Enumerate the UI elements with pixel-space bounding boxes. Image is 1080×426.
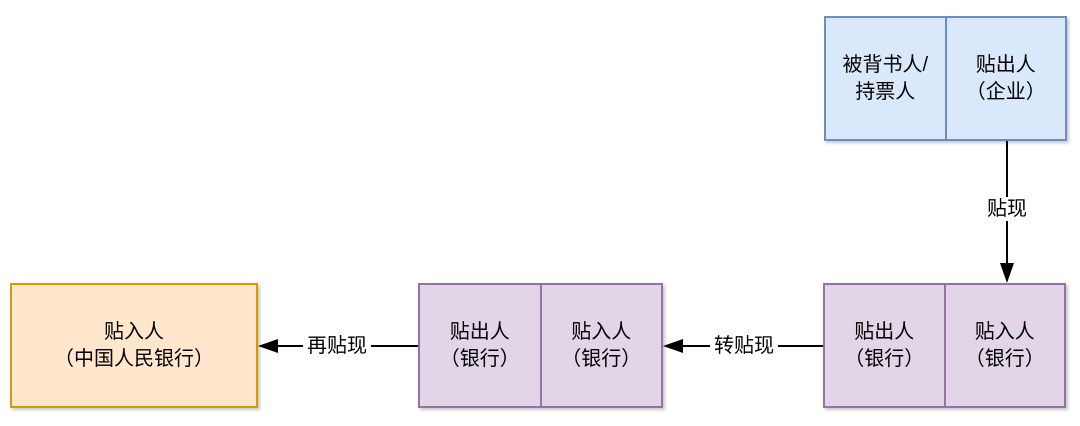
arrowhead-left-icon bbox=[258, 339, 278, 353]
edge-label-rediscount: 再贴现 bbox=[303, 334, 371, 358]
arrowhead-left-icon bbox=[663, 339, 683, 353]
cell-discountee-bank-right: 贴入人 （银行） bbox=[943, 285, 1065, 406]
arrowhead-down-icon bbox=[1000, 263, 1014, 283]
node-bank-pair-middle: 贴出人 （银行） 贴入人 （银行） bbox=[418, 283, 663, 408]
cell-discountee-bank-mid: 贴入人 （银行） bbox=[539, 285, 662, 406]
node-enterprise-pair: 被背书人/ 持票人 贴出人 （企业） bbox=[824, 16, 1067, 141]
cell-discounter-bank-mid: 贴出人 （银行） bbox=[439, 320, 520, 370]
edge-label-discount: 贴现 bbox=[983, 197, 1031, 221]
cell-discounter-enterprise: 贴出人 （企业） bbox=[944, 18, 1066, 139]
edge-label-transfer-discount: 转贴现 bbox=[710, 334, 778, 358]
cell-discounter-bank-right: 贴出人 （银行） bbox=[844, 320, 925, 370]
cell-central-bank: 贴入人 （中国人民银行） bbox=[54, 320, 214, 370]
node-central-bank: 贴入人 （中国人民银行） bbox=[10, 283, 258, 408]
node-bank-pair-right: 贴出人 （银行） 贴入人 （银行） bbox=[823, 283, 1066, 408]
cell-endorsee-holder: 被背书人/ 持票人 bbox=[842, 53, 929, 103]
